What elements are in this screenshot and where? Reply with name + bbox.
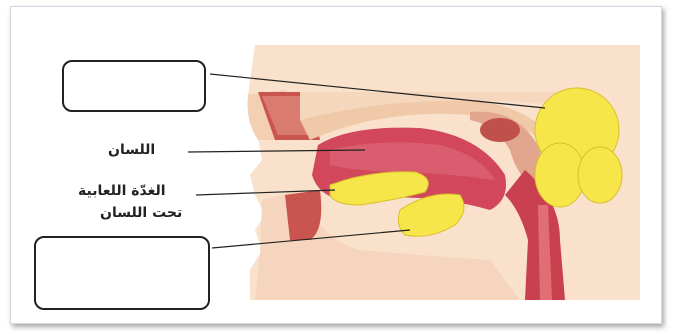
label-tongue: اللسان (108, 142, 155, 158)
parotid-gland (535, 88, 622, 207)
tonsil (480, 118, 520, 142)
answer-box-top[interactable] (62, 60, 206, 112)
answer-box-bottom[interactable] (34, 236, 210, 310)
jaw-bone (285, 190, 321, 240)
label-sublingual-line1: الغدّة اللعابية (78, 183, 166, 199)
label-sublingual-line2: تحت اللسان (100, 205, 182, 221)
